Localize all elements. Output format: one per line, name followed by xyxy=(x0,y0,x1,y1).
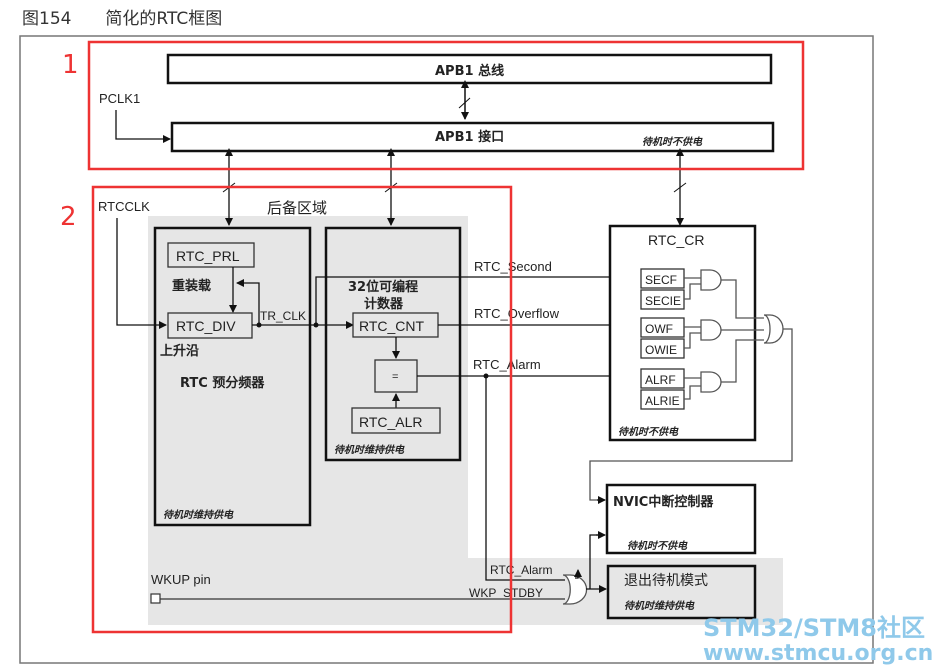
rtc-cr-bits: SECF SECIE OWF OWIE ALRF ALRIE xyxy=(640,268,685,410)
wkup-pin-icon xyxy=(150,593,161,604)
region-1-label: 1 xyxy=(62,50,79,80)
wakeup-or-gate xyxy=(562,574,588,605)
rtc-cr-title: RTC_CR xyxy=(648,232,705,248)
prescaler-power-note: 待机时维持供电 xyxy=(163,509,234,521)
apb1-interface-box xyxy=(170,121,775,153)
standby-exit-block xyxy=(606,564,757,620)
rtcclk-line xyxy=(116,218,167,329)
rtc-cr-power-note: 待机时不供电 xyxy=(618,426,679,438)
tr-clk-feedback xyxy=(236,279,260,325)
rtc-cnt-label: RTC_CNT xyxy=(359,318,425,334)
prescaler-title: RTC 预分频器 xyxy=(180,375,265,391)
highlight-region-1 xyxy=(87,40,805,171)
apb1-bus-label: APB1 总线 xyxy=(435,63,504,79)
rtc-second-line xyxy=(315,273,644,325)
figure-caption: 图154 简化的RTC框图 xyxy=(22,4,222,29)
bit-alrie: ALRIE xyxy=(645,394,680,408)
backup-domain-area xyxy=(148,216,783,625)
figure-title: 简化的RTC框图 xyxy=(105,9,223,29)
rising-edge-label: 上升沿 xyxy=(160,343,199,359)
rtc-overflow-label: RTC_Overflow xyxy=(474,306,560,321)
or-gate xyxy=(763,314,784,344)
counter-title-line1: 32位可编程 xyxy=(348,279,418,295)
compare-box xyxy=(374,359,418,393)
wkp-stdby-label: WKP_STDBY xyxy=(469,586,543,600)
bit-secf: SECF xyxy=(645,273,677,287)
nvic-block xyxy=(605,483,757,555)
rtc-alarm2-label: RTC_Alarm xyxy=(490,563,552,577)
apb1-interface-power-note: 待机时不供电 xyxy=(642,136,703,148)
standby-exit-title: 退出待机模式 xyxy=(624,572,708,588)
prescaler-block xyxy=(153,226,312,527)
compare-label: = xyxy=(392,371,398,383)
bus-slash xyxy=(458,97,471,109)
counter-power-note: 待机时维持供电 xyxy=(334,444,405,456)
pclk1-line xyxy=(115,110,171,143)
bit-alrf: ALRF xyxy=(645,373,676,387)
and-gates xyxy=(589,269,793,501)
apb1-bus-box xyxy=(166,53,773,85)
alarm-to-or-line xyxy=(485,376,565,581)
bit-secie: SECIE xyxy=(645,294,681,308)
apb1-interface-label: APB1 接口 xyxy=(435,129,504,145)
bit-owf: OWF xyxy=(645,322,673,336)
tr-clk-label: TR_CLK xyxy=(260,309,306,323)
wkup-pin-label: WKUP pin xyxy=(151,572,211,587)
nvic-title: NVIC中断控制器 xyxy=(613,494,714,510)
counter-title-line2: 计数器 xyxy=(364,296,404,312)
counter-block xyxy=(324,226,462,462)
rtc-cnt-box xyxy=(352,312,439,338)
backup-domain-title: 后备区域 xyxy=(267,200,327,217)
nvic-power-note: 待机时不供电 xyxy=(627,540,688,552)
figure-number: 图154 xyxy=(22,9,72,29)
watermark-line2: www.stmcu.org.cn xyxy=(703,641,933,666)
watermark-line1: STM32/STM8社区 xyxy=(703,614,925,642)
highlight-region-2 xyxy=(91,185,513,634)
bit-owie: OWIE xyxy=(645,343,677,357)
rtc-prl-box xyxy=(167,242,255,268)
outer-frame xyxy=(19,35,874,664)
rtc-div-label: RTC_DIV xyxy=(176,318,236,334)
rtc-alr-label: RTC_ALR xyxy=(359,414,423,430)
rtc-alarm-label: RTC_Alarm xyxy=(473,357,541,372)
pclk1-label: PCLK1 xyxy=(99,91,140,106)
rtc-alr-box xyxy=(351,407,441,434)
standby-exit-power-note: 待机时维持供电 xyxy=(624,600,695,612)
rtc-prl-label: RTC_PRL xyxy=(176,248,240,264)
rtc-second-label: RTC_Second xyxy=(474,259,552,274)
region-2-label: 2 xyxy=(60,202,77,232)
reload-label: 重装载 xyxy=(172,278,211,294)
rtcclk-label: RTCCLK xyxy=(98,199,150,214)
